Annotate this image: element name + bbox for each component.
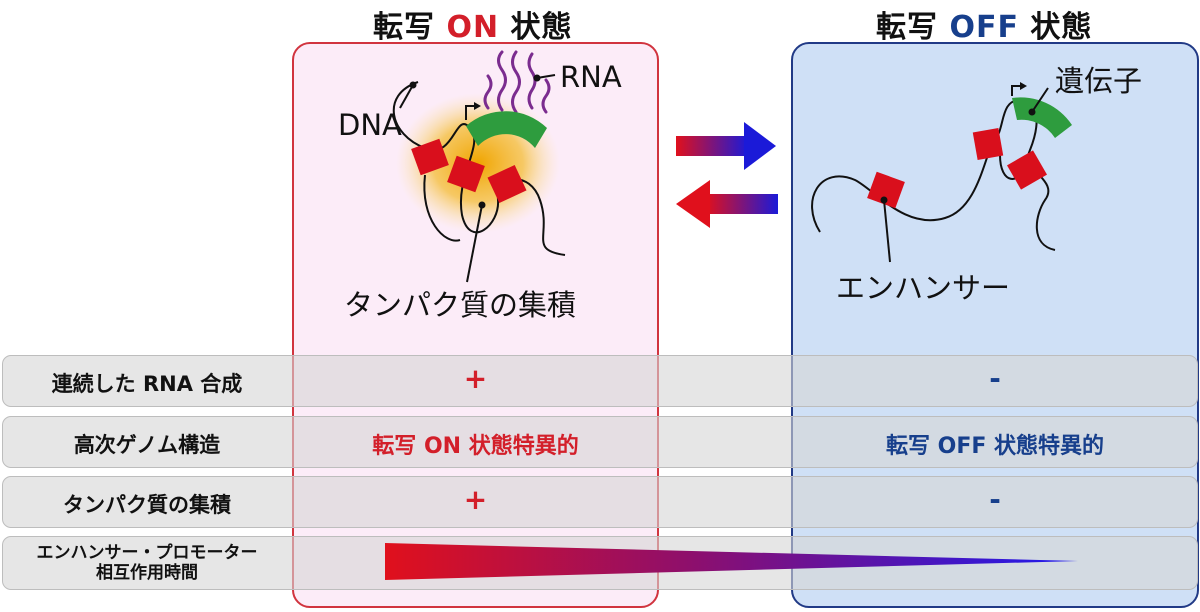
arrow-left-icon <box>676 180 778 228</box>
row-label-genome-structure: 高次ゲノム構造 <box>73 433 221 457</box>
promoter-arrow-off <box>1011 85 1020 96</box>
on-diagram <box>392 50 566 283</box>
table-row <box>2 355 1198 407</box>
gene-on <box>466 111 547 148</box>
off-title-key: OFF <box>949 10 1019 45</box>
enhancer-off-1 <box>867 171 905 209</box>
enhancer-off-2 <box>972 127 1004 161</box>
rna-label: RNA <box>560 60 622 94</box>
rna-strands <box>483 50 551 114</box>
gene-off <box>1012 97 1072 138</box>
arrow-right-icon <box>676 122 776 170</box>
row-label-protein-accumulation: タンパク質の集積 <box>63 493 231 517</box>
dna-strand-off <box>811 98 1056 251</box>
table-row <box>2 416 1198 468</box>
off-rna-synthesis-value: - <box>989 362 1001 395</box>
enhancer-off-3 <box>1007 150 1047 190</box>
off-genome-structure-value: 転写 OFF 状態特異的 <box>885 434 1105 459</box>
row-label-interaction-time: エンハンサー・プロモーター 相互作用時間 <box>8 543 286 583</box>
on-title-key: ON <box>446 10 500 45</box>
interaction-time-wedge <box>385 543 1078 580</box>
promoter-arrow-on <box>465 105 474 120</box>
table-row <box>2 476 1198 528</box>
off-diagram <box>811 82 1072 263</box>
on-title-prefix: 転写 <box>373 10 435 45</box>
row-label-interaction-time-line1: エンハンサー・プロモーター <box>36 543 258 563</box>
off-title-prefix: 転写 <box>876 10 938 45</box>
off-protein-accumulation-value: - <box>989 483 1001 516</box>
protein-accumulation-label: タンパク質の集積 <box>344 288 577 322</box>
off-title-suffix: 状態 <box>1030 10 1093 45</box>
enhancer-on-3 <box>487 164 527 204</box>
dna-label: DNA <box>338 108 402 142</box>
row-label-rna-synthesis: 連続した RNA 合成 <box>51 372 243 396</box>
gene-label: 遺伝子 <box>1055 64 1143 98</box>
enhancer-label: エンハンサー <box>836 271 1011 305</box>
enhancer-on-2 <box>447 155 485 193</box>
on-title-suffix: 状態 <box>510 10 573 45</box>
row-label-interaction-time-line2: 相互作用時間 <box>96 563 198 583</box>
on-protein-accumulation-value: + <box>463 483 488 516</box>
on-rna-synthesis-value: + <box>463 362 488 395</box>
on-genome-structure-value: 転写 ON 状態特異的 <box>372 434 579 459</box>
on-state-title: 転写 ON 状態 <box>373 2 573 46</box>
off-state-title: 転写 OFF 状態 <box>876 2 1092 46</box>
enhancer-on-1 <box>411 138 449 176</box>
